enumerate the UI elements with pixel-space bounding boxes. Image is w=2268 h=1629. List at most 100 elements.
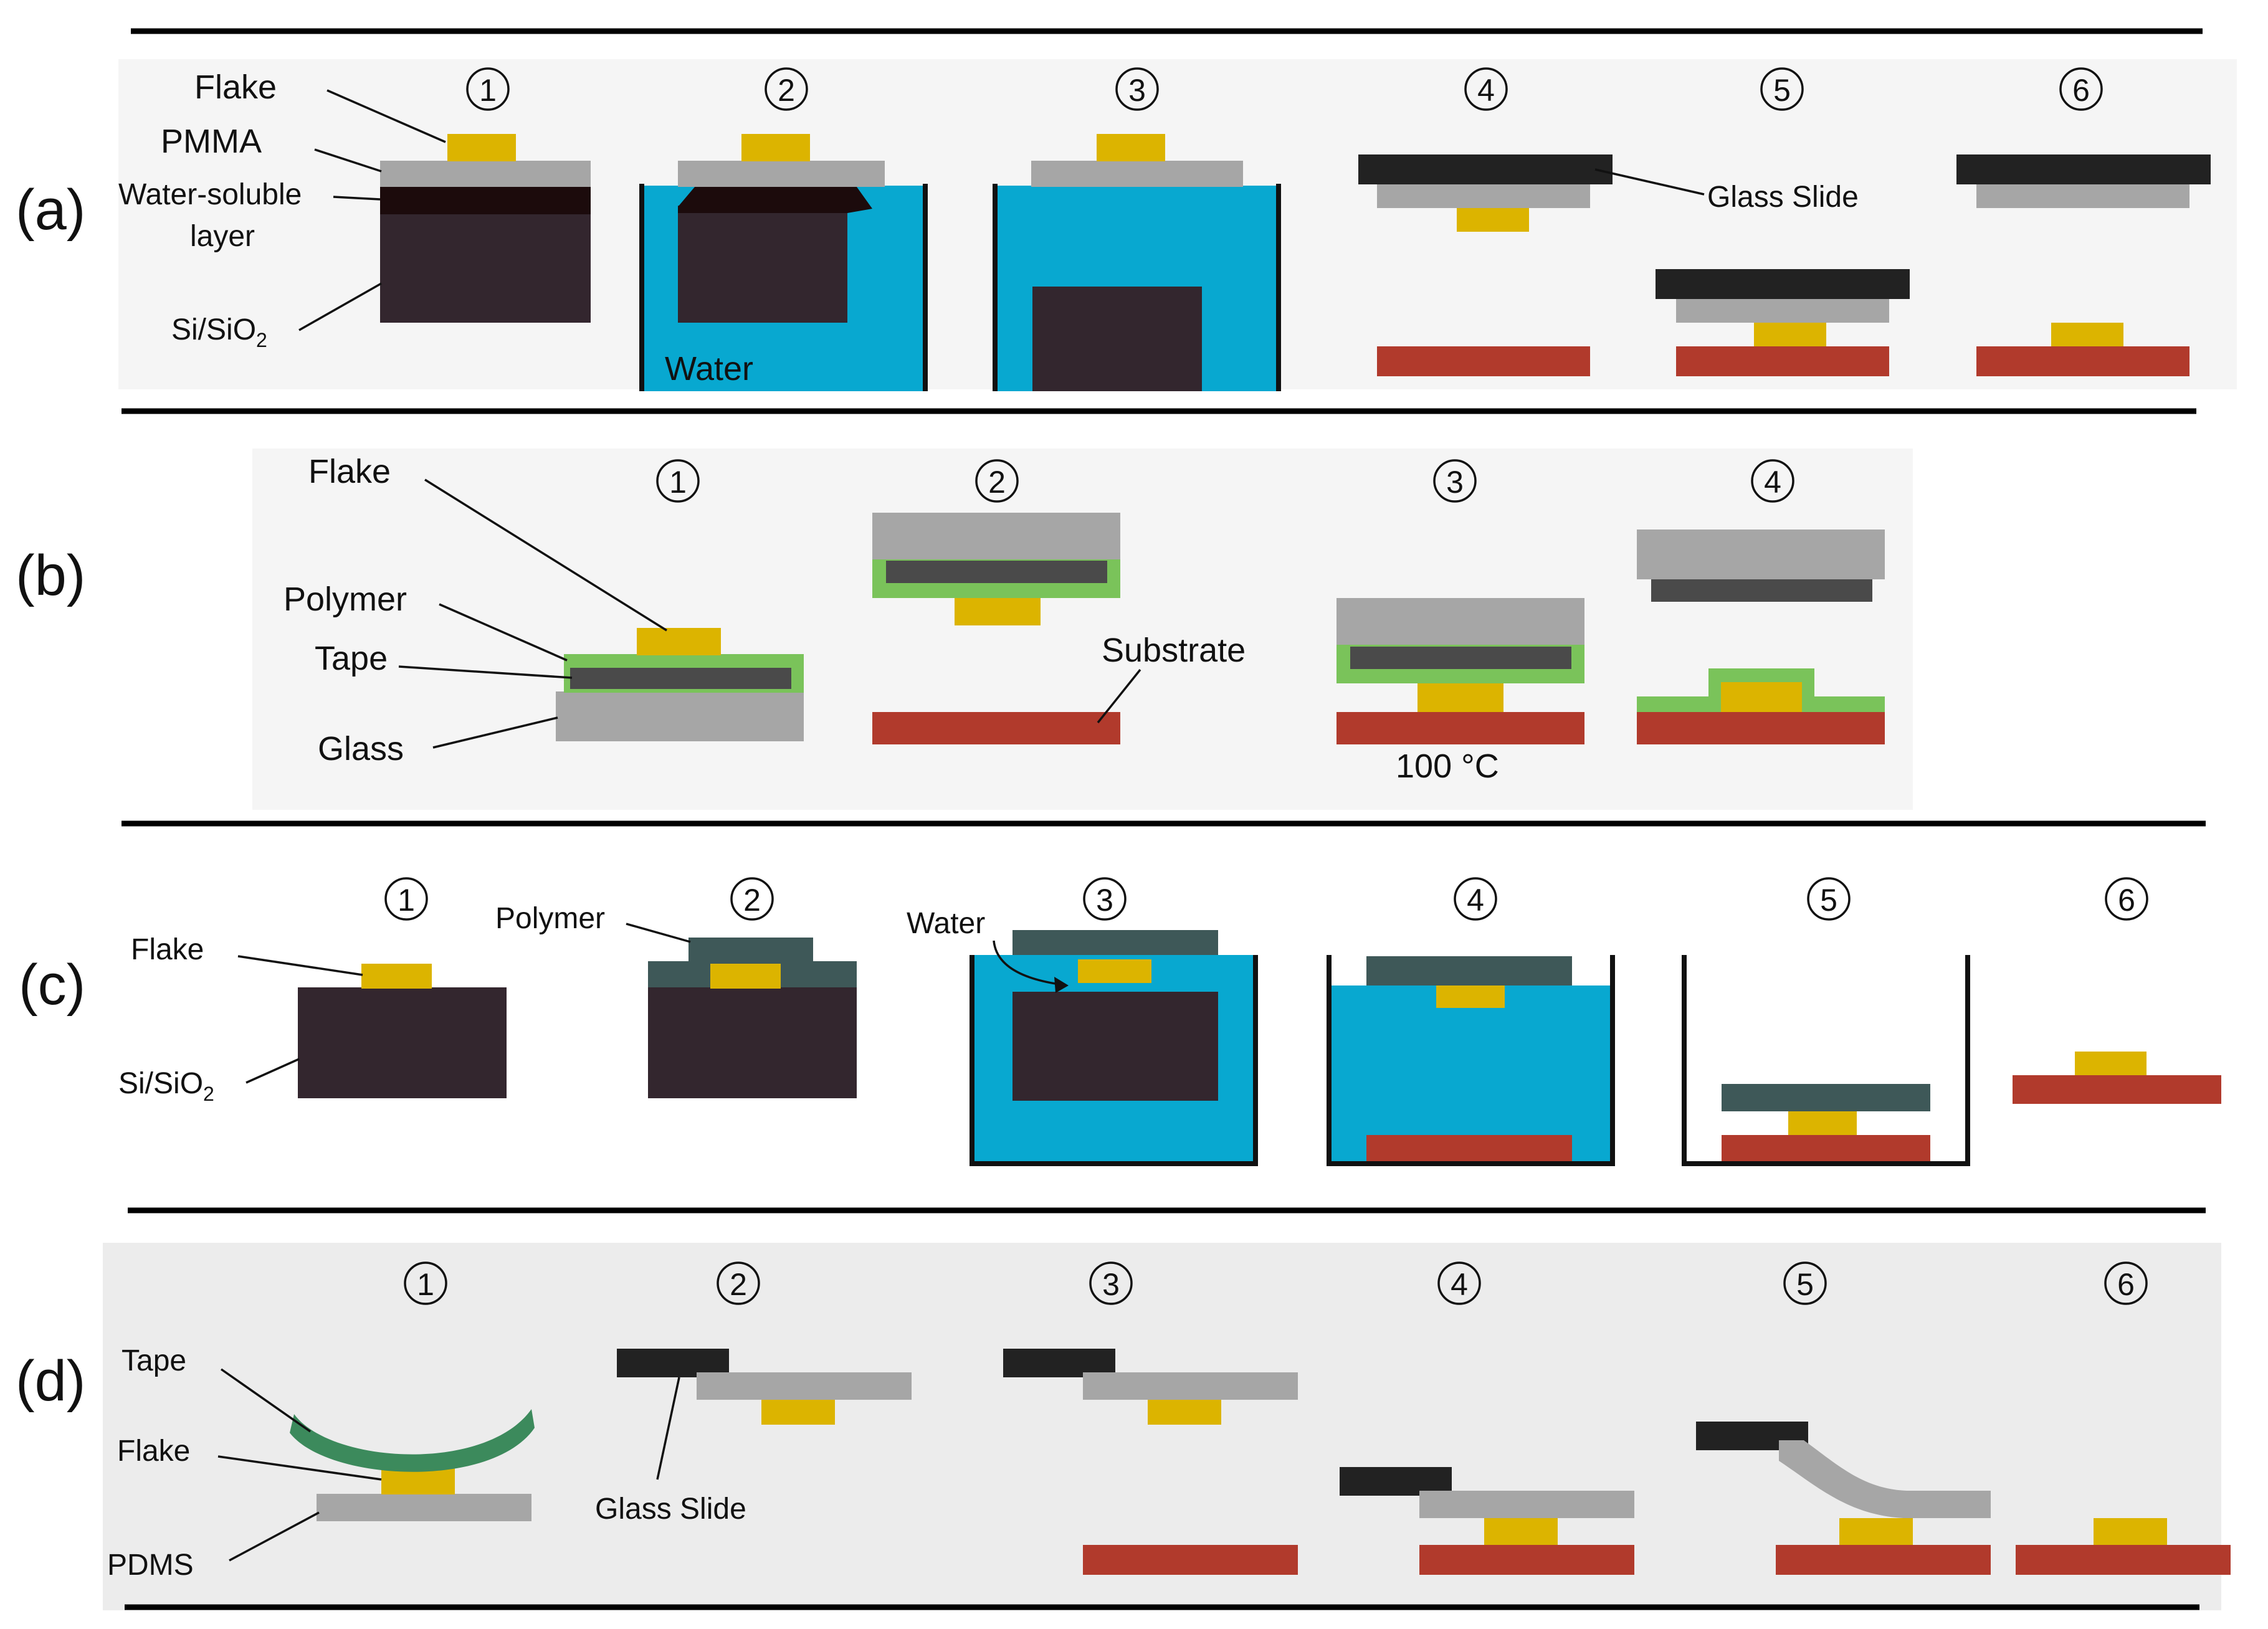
a2-pmma	[678, 161, 885, 187]
a-water-soluble-label-1: Water-soluble	[118, 178, 302, 211]
step-circle	[404, 1261, 447, 1305]
b2-tape	[886, 561, 1107, 583]
d4-flake	[1484, 1518, 1558, 1545]
step-number: 5	[1820, 883, 1837, 918]
c-si-label: Si/SiO2	[118, 1067, 214, 1105]
b1-glass	[556, 691, 804, 741]
d1-pdms	[317, 1494, 531, 1521]
d6-substrate	[2016, 1545, 2231, 1575]
step-circle	[466, 67, 510, 111]
b-glass-label: Glass	[318, 730, 404, 767]
a5-pmma	[1676, 299, 1889, 323]
c1-flake	[361, 964, 432, 989]
step-number: 4	[1764, 465, 1781, 500]
step-circle	[1807, 877, 1851, 921]
c2-flake	[710, 964, 781, 989]
d5-flake	[1839, 1518, 1913, 1545]
a-si-label: Si/SiO2	[171, 313, 267, 351]
step-circle	[1115, 67, 1159, 111]
step-number: 3	[1128, 73, 1146, 108]
panel-a-letter: (a)	[16, 178, 85, 242]
step-circle	[1751, 459, 1794, 503]
step-circle	[1454, 877, 1497, 921]
c5-flake	[1788, 1111, 1857, 1135]
b-temperature-label: 100 °C	[1396, 748, 1499, 785]
c5-polymer	[1722, 1084, 1930, 1111]
d5-pdms-peeling	[1779, 1440, 1991, 1518]
step-number: 1	[479, 73, 497, 108]
step-circle	[1083, 877, 1127, 921]
d-tape-label: Tape	[122, 1344, 186, 1377]
a-flake-label: Flake	[194, 69, 277, 106]
panel-d-letter: (d)	[16, 1349, 85, 1413]
c5-beaker	[1682, 955, 1970, 1166]
panel-c: Flake Si/SiO2 Polymer Water	[118, 902, 2221, 1166]
a5-flake	[1754, 323, 1826, 348]
step-marker-a-1: 1	[466, 67, 510, 111]
d3-flake	[1148, 1400, 1221, 1425]
panel-d: Tape Flake PDMS Glass Slide	[107, 1344, 2231, 1582]
c-flake-leader	[237, 955, 363, 976]
a-water-soluble-label-2: layer	[190, 220, 255, 253]
step-number: 2	[730, 1267, 747, 1302]
b4-glass	[1637, 530, 1885, 579]
a-water-label: Water	[665, 350, 753, 387]
step-circle	[384, 877, 428, 921]
step-circle	[1433, 459, 1477, 503]
b-glass-leader	[432, 716, 558, 749]
a-pmma-label: PMMA	[161, 123, 262, 160]
c1-silicon	[298, 987, 507, 1098]
a4-pmma	[1377, 184, 1590, 208]
a-water-soluble-leader	[333, 196, 381, 201]
c3-beaker	[970, 955, 1258, 1166]
step-marker-c-5: 5	[1807, 877, 1851, 921]
d4-pdms	[1419, 1491, 1634, 1518]
d-pdms-label: PDMS	[107, 1549, 194, 1582]
step-circle	[1760, 67, 1804, 111]
d1-tape	[290, 1409, 535, 1472]
b2-flake	[955, 598, 1041, 625]
step-number: 1	[398, 883, 415, 918]
b3-flake	[1418, 683, 1503, 712]
step-circle	[975, 459, 1019, 503]
step-marker-c-1: 1	[384, 877, 428, 921]
a-pmma-leader	[314, 148, 382, 173]
c4-flake	[1436, 985, 1505, 1008]
c-si-leader	[245, 1058, 300, 1084]
c-polymer-leader	[626, 923, 691, 943]
step-circle	[1464, 67, 1508, 111]
a6-flake	[2051, 323, 2123, 348]
d2-pdms	[697, 1372, 912, 1400]
d3-pdms	[1083, 1372, 1298, 1400]
a2-beaker	[639, 184, 928, 391]
step-marker-c-4: 4	[1454, 877, 1497, 921]
c6-substrate	[2013, 1075, 2221, 1104]
panel-a: Flake PMMA Water-soluble layer Si/SiO2 W…	[118, 69, 2211, 391]
c4-beaker	[1327, 955, 1615, 1166]
a1-silicon	[380, 213, 591, 323]
b-polymer-leader	[439, 603, 568, 662]
step-marker-b-1: 1	[656, 459, 700, 503]
c2-silicon	[648, 987, 857, 1098]
d6-flake	[2094, 1518, 2167, 1545]
step-number: 3	[1096, 883, 1113, 918]
d5-substrate	[1776, 1545, 1991, 1575]
a4-flake	[1457, 208, 1529, 232]
a5-substrate	[1676, 346, 1889, 376]
a4-substrate	[1377, 346, 1590, 376]
step-number: 3	[1102, 1267, 1120, 1302]
a2-water-soluble-remnant	[678, 187, 872, 213]
step-number: 2	[743, 883, 761, 918]
step-marker-d-1: 1	[404, 1261, 447, 1305]
d-flake-leader	[217, 1455, 382, 1481]
step-marker-b-2: 2	[975, 459, 1019, 503]
b-flake-leader	[424, 478, 667, 632]
a-si-leader	[298, 282, 382, 331]
b4-substrate	[1637, 712, 1885, 744]
b-flake-label: Flake	[308, 453, 391, 490]
a2-flake	[741, 134, 810, 161]
step-circle	[656, 459, 700, 503]
c5-substrate	[1722, 1135, 1930, 1164]
step-marker-d-3: 3	[1089, 1261, 1133, 1305]
